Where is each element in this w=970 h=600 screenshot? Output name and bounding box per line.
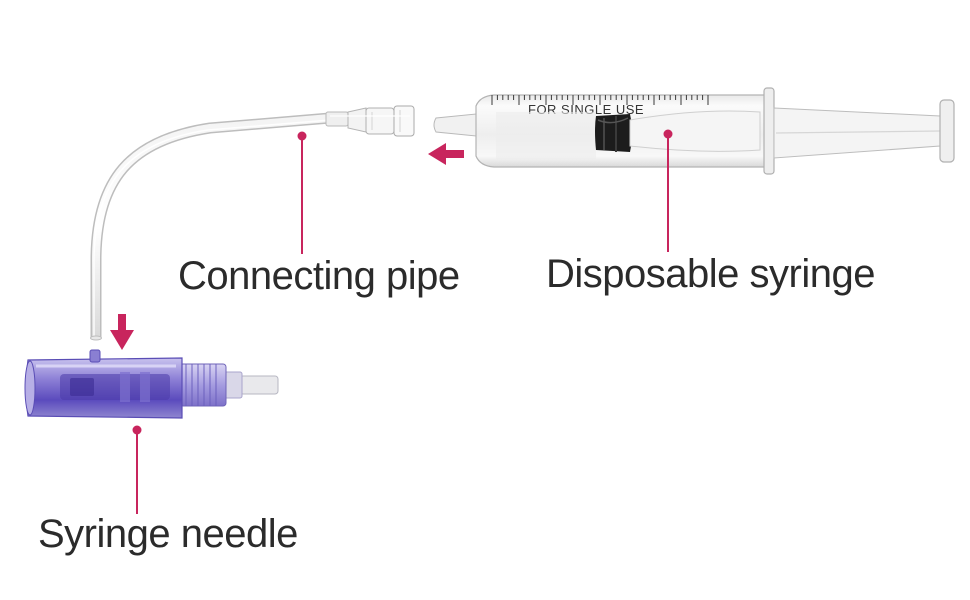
callout-syringe-needle [132,425,142,514]
connecting-pipe-label: Connecting pipe [178,254,460,298]
arrow-down-icon [110,314,134,350]
disposable-syringe: FOR SINGLE USE [433,87,955,175]
pipe-connector [325,105,415,137]
arrow-left-icon [428,143,464,165]
connecting-pipe [90,112,331,341]
syringe-needle-label: Syringe needle [38,512,298,556]
callout-disposable-syringe [663,129,673,252]
callout-connecting-pipe [297,131,307,254]
syringe-needle [24,349,279,419]
plunger-seal [595,114,632,152]
barrel-graduations [491,95,709,105]
disposable-syringe-label: Disposable syringe [546,252,875,296]
